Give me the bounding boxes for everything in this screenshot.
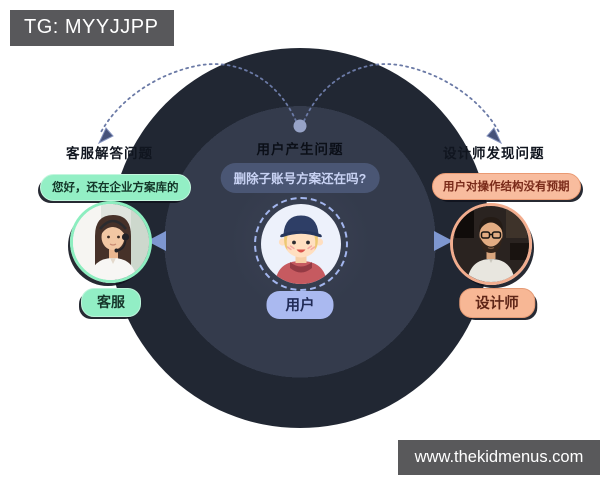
flow-label-designer: 设计师发现问题 <box>443 146 545 161</box>
designer-photo-icon <box>453 206 529 282</box>
arrowhead-right-icon <box>486 127 503 145</box>
user-avatar-ring <box>254 197 348 291</box>
customer-service-reply-bubble: 您好，还在企业方案库的 <box>40 174 191 201</box>
customer-service-avatar <box>70 201 152 283</box>
user-question-bubble: 删除子账号方案还在吗? <box>220 163 380 193</box>
designer-insight-bubble: 用户对操作结构没有预期 <box>432 173 581 200</box>
user-avatar <box>261 204 341 284</box>
designer-label-pill: 设计师 <box>459 288 535 318</box>
arrowhead-left-icon <box>97 127 114 145</box>
flow-label-customer-service: 客服解答问题 <box>66 146 153 161</box>
customer-service-label-pill: 客服 <box>81 288 141 317</box>
customer-service-photo-icon <box>73 204 149 280</box>
user-label-pill: 用户 <box>266 291 334 319</box>
designer-avatar <box>450 203 532 285</box>
website-watermark: www.thekidmenus.com <box>398 440 600 475</box>
tg-badge: TG: MYYJJPP <box>10 10 175 46</box>
user-cartoon-icon <box>275 215 327 284</box>
flow-label-user-question: 用户产生问题 <box>256 142 344 157</box>
